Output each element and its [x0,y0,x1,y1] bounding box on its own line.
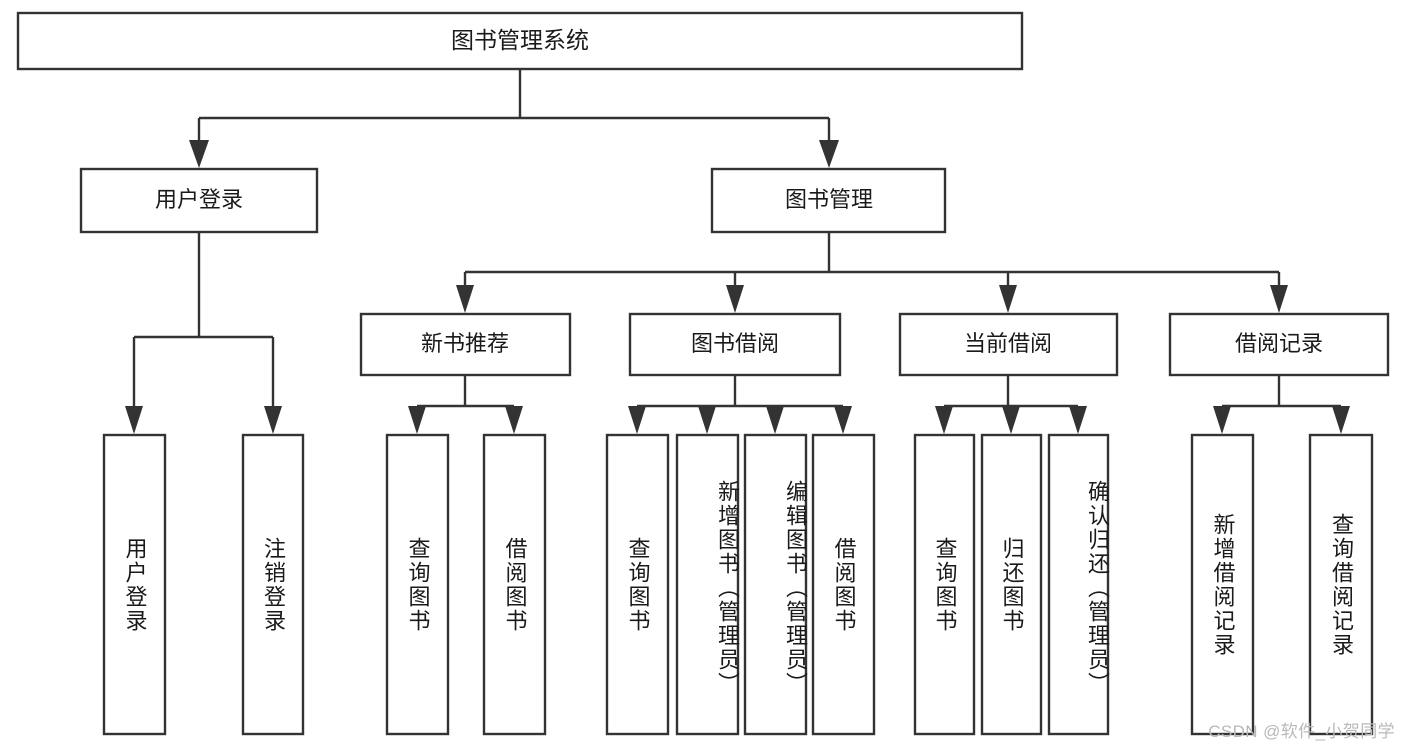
node-borrow-record-box[interactable] [1168,312,1390,377]
node-user-login-label: 用户登录 [155,187,243,212]
arrow-root-to-book [819,140,839,168]
arrow-current-l1 [935,406,953,434]
node-book-borrow[interactable]: 图书借阅 [628,312,842,377]
node-current-borrow-box[interactable] [898,312,1119,377]
node-root-label: 图书管理系统 [451,27,589,53]
node-book-management[interactable]: 图书管理 [710,167,947,234]
arrow-current-l2 [1002,406,1020,434]
node-book-management-label: 图书管理 [785,187,873,212]
node-root-box[interactable] [16,11,1024,71]
node-leaf-return-book-box[interactable] [980,433,1043,736]
arrow-borrow-l4 [834,406,852,434]
node-current-borrow[interactable]: 当前借阅 [898,312,1119,377]
node-new-book-recommend[interactable]: 新书推荐 [359,312,572,377]
arrow-newbook-l1 [408,406,426,434]
arrow-borrow-l2 [698,406,716,434]
node-borrow-record-label: 借阅记录 [1235,331,1323,356]
arrow-borrow-l3 [766,406,784,434]
node-user-login-box[interactable] [79,167,319,234]
csdn-watermark: CSDN @软件_小贺同学 [1208,722,1395,741]
arrow-newbook-l2 [505,406,523,434]
arrow-book-to-c4 [1270,285,1288,313]
connector-group-current [935,375,1087,434]
node-leaf-add-record-box[interactable] [1190,433,1255,736]
node-leaf-query-record-box[interactable] [1308,433,1374,736]
node-leaf-add-book-box[interactable] [675,433,740,736]
connector-group-new-book [408,375,523,434]
node-leaf-borrow-book-b-box[interactable] [811,433,876,736]
arrow-user-leaf2 [264,406,282,434]
arrow-book-to-c1 [456,285,474,313]
node-leaf-query-book-a-box[interactable] [385,433,450,736]
arrow-current-l3 [1069,406,1087,434]
connector-group-user-login [125,232,282,434]
node-new-book-recommend-label: 新书推荐 [421,331,509,356]
arrow-book-to-c2 [726,285,744,313]
node-book-borrow-label: 图书借阅 [691,331,779,356]
node-leaf-query-book-b-box[interactable] [605,433,670,736]
node-leaf-confirm-return-box[interactable] [1047,433,1110,736]
arrow-user-leaf1 [125,406,143,434]
node-leaf-edit-book-box[interactable] [743,433,808,736]
node-current-borrow-label: 当前借阅 [964,331,1052,356]
arrow-root-to-user [189,140,209,168]
node-leaf-borrow-book-a-box[interactable] [482,433,547,736]
node-book-borrow-box[interactable] [628,312,842,377]
node-leaf-query-book-c-box[interactable] [913,433,976,736]
connector-group-book-mgmt [456,232,1288,313]
leaf-box-group [102,433,1374,736]
arrow-borrow-l1 [628,406,646,434]
connector-group-record [1213,375,1350,434]
node-borrow-record[interactable]: 借阅记录 [1168,312,1390,377]
arrow-record-l1 [1213,406,1231,434]
connector-group-borrow [628,375,852,434]
node-root[interactable]: 图书管理系统 [16,11,1024,71]
arrow-book-to-c3 [999,285,1017,313]
arrow-record-l2 [1332,406,1350,434]
node-leaf-user-login-box[interactable] [102,433,167,736]
node-user-login[interactable]: 用户登录 [79,167,319,234]
node-new-book-recommend-box[interactable] [359,312,572,377]
connector-group-root [189,69,839,168]
node-book-management-box[interactable] [710,167,947,234]
node-leaf-logout-box[interactable] [241,433,305,736]
